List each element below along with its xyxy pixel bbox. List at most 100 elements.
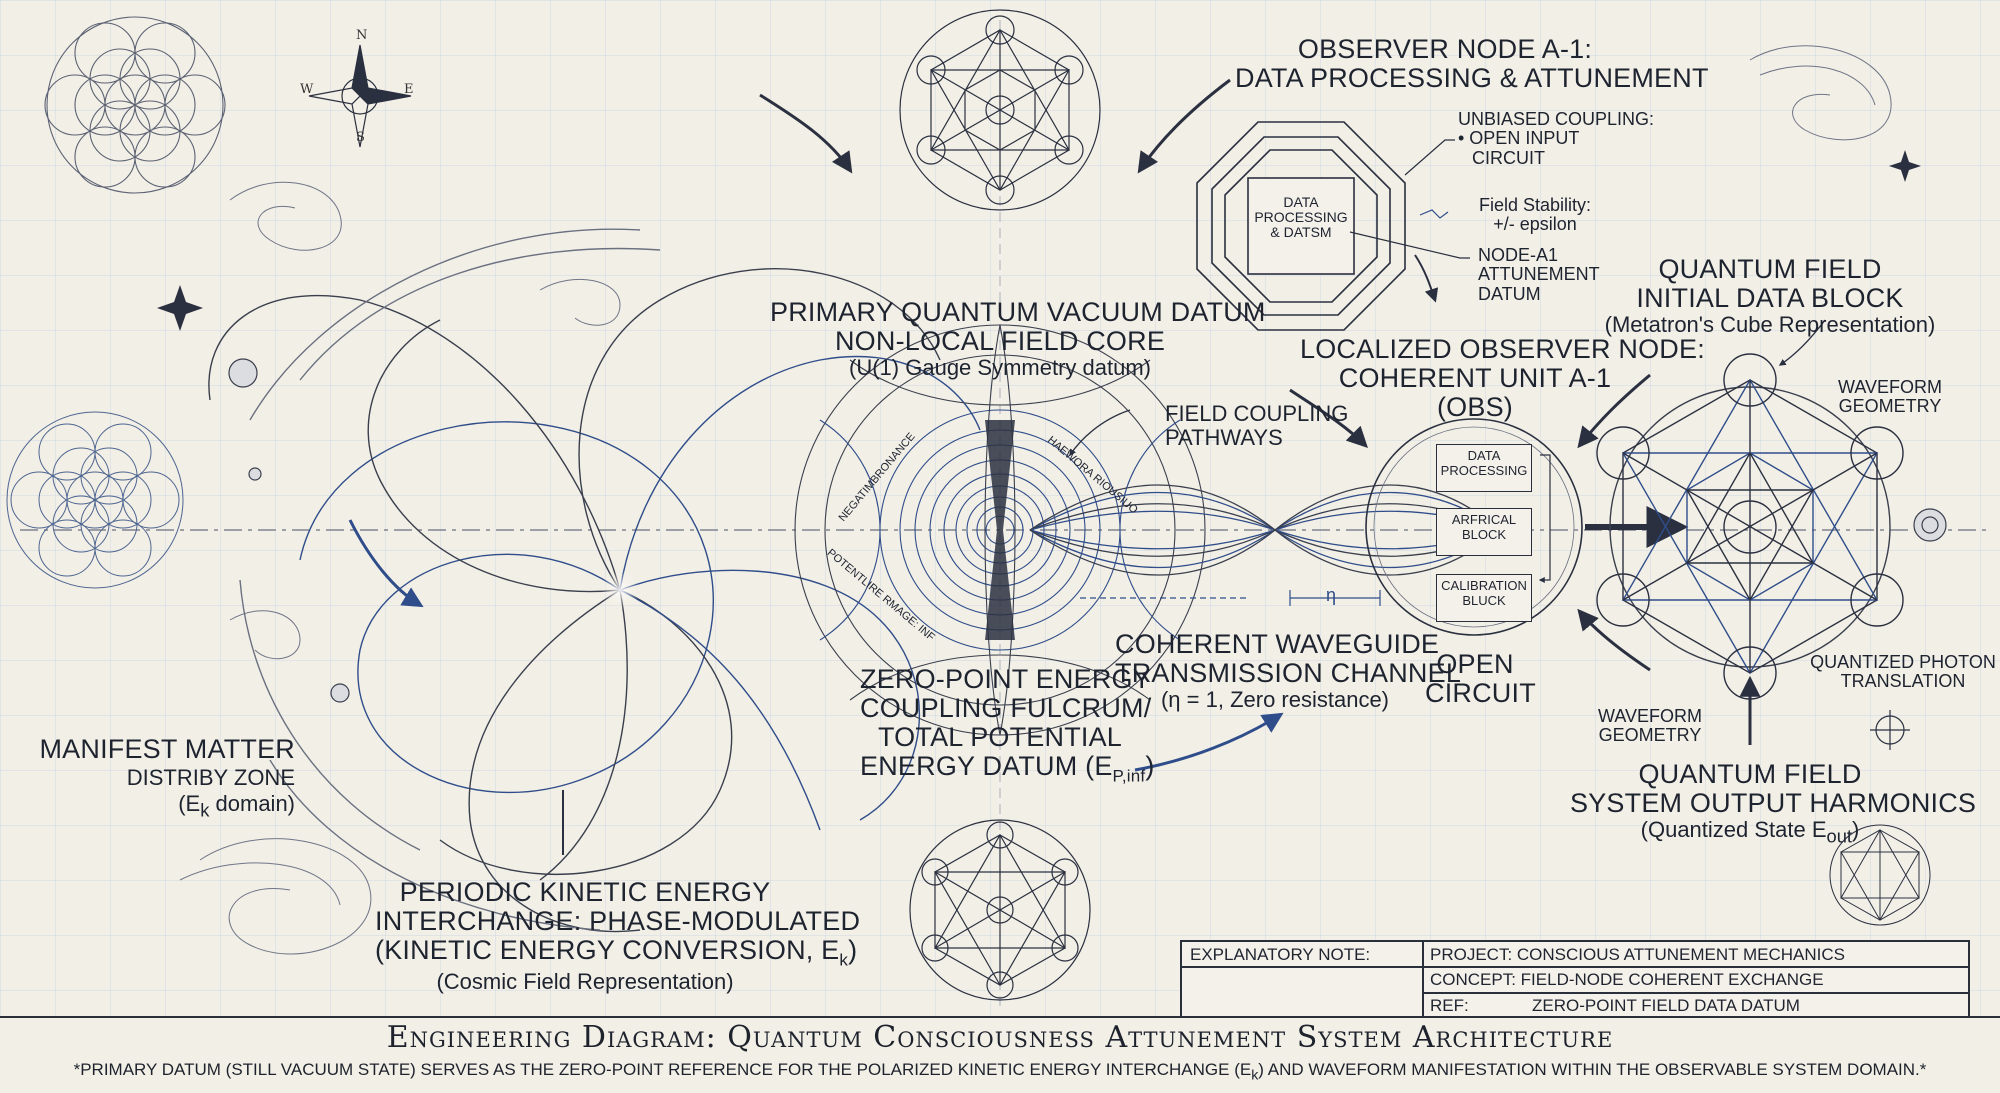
field-stability-note: Field Stability: +/- epsilon xyxy=(1470,195,1600,235)
metatron-cube-small-bottom-right xyxy=(1829,824,1931,926)
attunement-datum-line1: NODE-A1 xyxy=(1478,245,1559,265)
waveform-geometry-bottom-line2: GEOMETRY xyxy=(1598,725,1702,746)
waveform-geometry-bottom-label: WAVEFORM GEOMETRY xyxy=(1580,706,1720,746)
concept-cell: CONCEPT: FIELD-NODE COHERENT EXCHANGE xyxy=(1430,970,1824,989)
zero-point-label: ZERO-POINT ENERGY COUPLING FULCRUM/ TOTA… xyxy=(860,664,1154,786)
star-ornaments xyxy=(157,150,1921,331)
compass-north: N xyxy=(356,28,368,43)
metatron-cube-bottom xyxy=(909,819,1091,1001)
zero-point-line1: ZERO-POINT ENERGY xyxy=(860,664,1151,694)
zero-point-line4-prefix: ENERGY DATUM (E xyxy=(860,751,1113,782)
compass-rose xyxy=(308,44,412,148)
waveform-geometry-top-line2: GEOMETRY xyxy=(1838,396,1942,417)
vortex-core xyxy=(600,570,640,610)
zero-point-line4-suffix: ) xyxy=(1145,751,1155,782)
arrow-waveform-geometry-bottom xyxy=(1577,608,1651,672)
primary-datum-line2: NON-LOCAL FIELD CORE xyxy=(834,326,1166,357)
observer-pointer-lines xyxy=(1349,139,1470,259)
vortex-spiral xyxy=(208,228,981,933)
waveform-geometry-top-line1: WAVEFORM xyxy=(1838,377,1942,397)
node-box3-line1: CALIBRATION xyxy=(1441,578,1527,593)
output-harmonics-line3-suffix: ) xyxy=(1852,817,1860,843)
attunement-datum-line3: DATUM xyxy=(1478,283,1541,304)
manifest-matter-line3-suffix: domain) xyxy=(209,790,295,816)
manifest-matter-line3: (Ek domain) xyxy=(25,792,295,820)
compass-west: W xyxy=(300,82,314,97)
vortex-arrow xyxy=(348,519,424,608)
metatron-cube-top xyxy=(899,9,1101,211)
ref-value-cell: ZERO-POINT FIELD DATA DATUM xyxy=(1532,996,1800,1015)
arrow-to-node-left xyxy=(1289,388,1368,448)
zero-point-line4: ENERGY DATUM (EP,inf) xyxy=(860,751,1154,786)
arrow-right-of-top-cube xyxy=(1137,78,1231,174)
metatron-cube-right xyxy=(1596,353,1904,700)
planet-dots xyxy=(228,358,1947,703)
project-cell: PROJECT: CONSCIOUS ATTUNEMENT MECHANICS xyxy=(1430,945,1845,964)
galaxy-swirls xyxy=(179,45,1892,955)
open-circuit-label: OPEN CIRCUIT xyxy=(1425,649,1536,708)
output-harmonics-label: QUANTUM FIELD SYSTEM OUTPUT HARMONICS (Q… xyxy=(1570,759,1977,846)
output-harmonics-line2: SYSTEM OUTPUT HARMONICS xyxy=(1570,788,1977,819)
periodic-kinetic-line2: INTERCHANGE: PHASE-MODULATED xyxy=(375,906,861,937)
attunement-datum-note: NODE-A1 ATTUNEMENT DATUM xyxy=(1478,245,1600,304)
localized-node-line1: LOCALIZED OBSERVER NODE: xyxy=(1300,334,1705,364)
output-harmonics-line3: (Quantized State Eout) xyxy=(1570,818,1930,846)
footnote-prefix: *PRIMARY DATUM (STILL VACUUM STATE) SERV… xyxy=(73,1060,1252,1079)
periodic-kinetic-line3-prefix: (KINETIC ENERGY CONVERSION, E xyxy=(375,935,840,966)
flower-of-life-left-middle xyxy=(6,411,184,589)
node-box1-line2: PROCESSING xyxy=(1440,462,1528,478)
arrow-zero-point-blue xyxy=(1134,712,1284,772)
manifest-matter-label: MANIFEST MATTER DISTRIBY ZONE (Ek domain… xyxy=(25,734,295,820)
node-box1-line1: DATA xyxy=(1467,448,1501,463)
unbiased-coupling-line3: CIRCUIT xyxy=(1472,147,1545,168)
open-circuit-line1: OPEN xyxy=(1436,649,1514,679)
observer-octagon xyxy=(1196,121,1406,331)
footnote-suffix: ) AND WAVEFORM MANIFESTATION WITHIN THE … xyxy=(1258,1060,1927,1079)
zero-point-line4-sub: P,inf xyxy=(1112,766,1146,786)
attunement-datum-line2: ATTUNEMENT xyxy=(1478,264,1600,285)
octagon-label-line2: PROCESSING xyxy=(1254,209,1348,226)
localized-node-circle xyxy=(1365,418,1583,636)
node-box3-line2: BLUCK xyxy=(1462,592,1506,608)
node-inner-arrows xyxy=(1538,454,1551,583)
waveguide-line3: (η = 1, Zero resistance) xyxy=(1160,687,1390,713)
arrow-initial-data-block xyxy=(1778,319,1826,366)
arrow-from-field-coupling xyxy=(1069,409,1131,457)
quantum-field-initial-line3: (Metatron's Cube Representation) xyxy=(1604,312,1936,338)
node-box2-line2: BLOCK xyxy=(1461,526,1507,542)
output-harmonics-line1: QUANTUM FIELD xyxy=(1638,759,1862,789)
localized-node-label: LOCALIZED OBSERVER NODE: COHERENT UNIT A… xyxy=(1300,334,1705,423)
manifest-matter-line2: DISTRIBY ZONE xyxy=(126,765,295,791)
waveguide-line1: COHERENT WAVEGUIDE xyxy=(1115,629,1440,659)
explanatory-note-label: EXPLANATORY NOTE: xyxy=(1190,945,1371,964)
quantum-field-initial-line1: QUANTUM FIELD xyxy=(1658,254,1882,284)
diagram-title: Engineering Diagram: Quantum Consciousne… xyxy=(386,1020,1614,1055)
node-box-data-processing: DATA PROCESSING xyxy=(1436,444,1532,492)
crosshair-target xyxy=(1870,710,1910,750)
field-coupling-line1: FIELD COUPLING xyxy=(1165,401,1349,426)
title-block: EXPLANATORY NOTE: PROJECT: CONSCIOUS ATT… xyxy=(1180,940,1970,1018)
localized-node-line2: COHERENT UNIT A-1 xyxy=(1338,363,1612,394)
localized-node-line3: (OBS) xyxy=(1436,392,1513,423)
zero-point-line3: TOTAL POTENTIAL xyxy=(877,722,1123,753)
waveguide-label: COHERENT WAVEGUIDE TRANSMISSION CHANNEL … xyxy=(1115,629,1462,713)
periodic-kinetic-label: PERIODIC KINETIC ENERGY INTERCHANGE: PHA… xyxy=(375,877,861,995)
unbiased-coupling-note: UNBIASED COUPLING: • OPEN INPUT CIRCUIT xyxy=(1458,109,1655,168)
core-hourglass xyxy=(985,420,1015,640)
zero-point-line2: COUPLING FULCRUM/ xyxy=(860,693,1152,724)
primary-datum-label: PRIMARY QUANTUM VACUUM DATUM NON-LOCAL F… xyxy=(770,297,1266,380)
waveguide-line2: TRANSMISSION CHANNEL xyxy=(1115,658,1462,689)
arrow-left-of-top-cube xyxy=(759,93,853,174)
node-box2-line1: ARFRICAL xyxy=(1451,512,1517,527)
primary-datum-line1: PRIMARY QUANTUM VACUUM DATUM xyxy=(770,297,1266,327)
manifest-matter-line3-sub: k xyxy=(200,799,210,821)
periodic-kinetic-line3-sub: k xyxy=(839,950,849,970)
quantum-field-initial-line2: INITIAL DATA BLOCK xyxy=(1636,283,1904,314)
flower-of-life-top-left xyxy=(44,16,226,194)
waveguide-braid xyxy=(1029,484,1501,576)
periodic-kinetic-line4: (Cosmic Field Representation) xyxy=(436,969,734,995)
periodic-kinetic-line3-suffix: ) xyxy=(848,935,858,966)
unbiased-coupling-line1: UNBIASED COUPLING: xyxy=(1458,109,1655,129)
field-stability-line2: +/- epsilon xyxy=(1493,214,1577,235)
